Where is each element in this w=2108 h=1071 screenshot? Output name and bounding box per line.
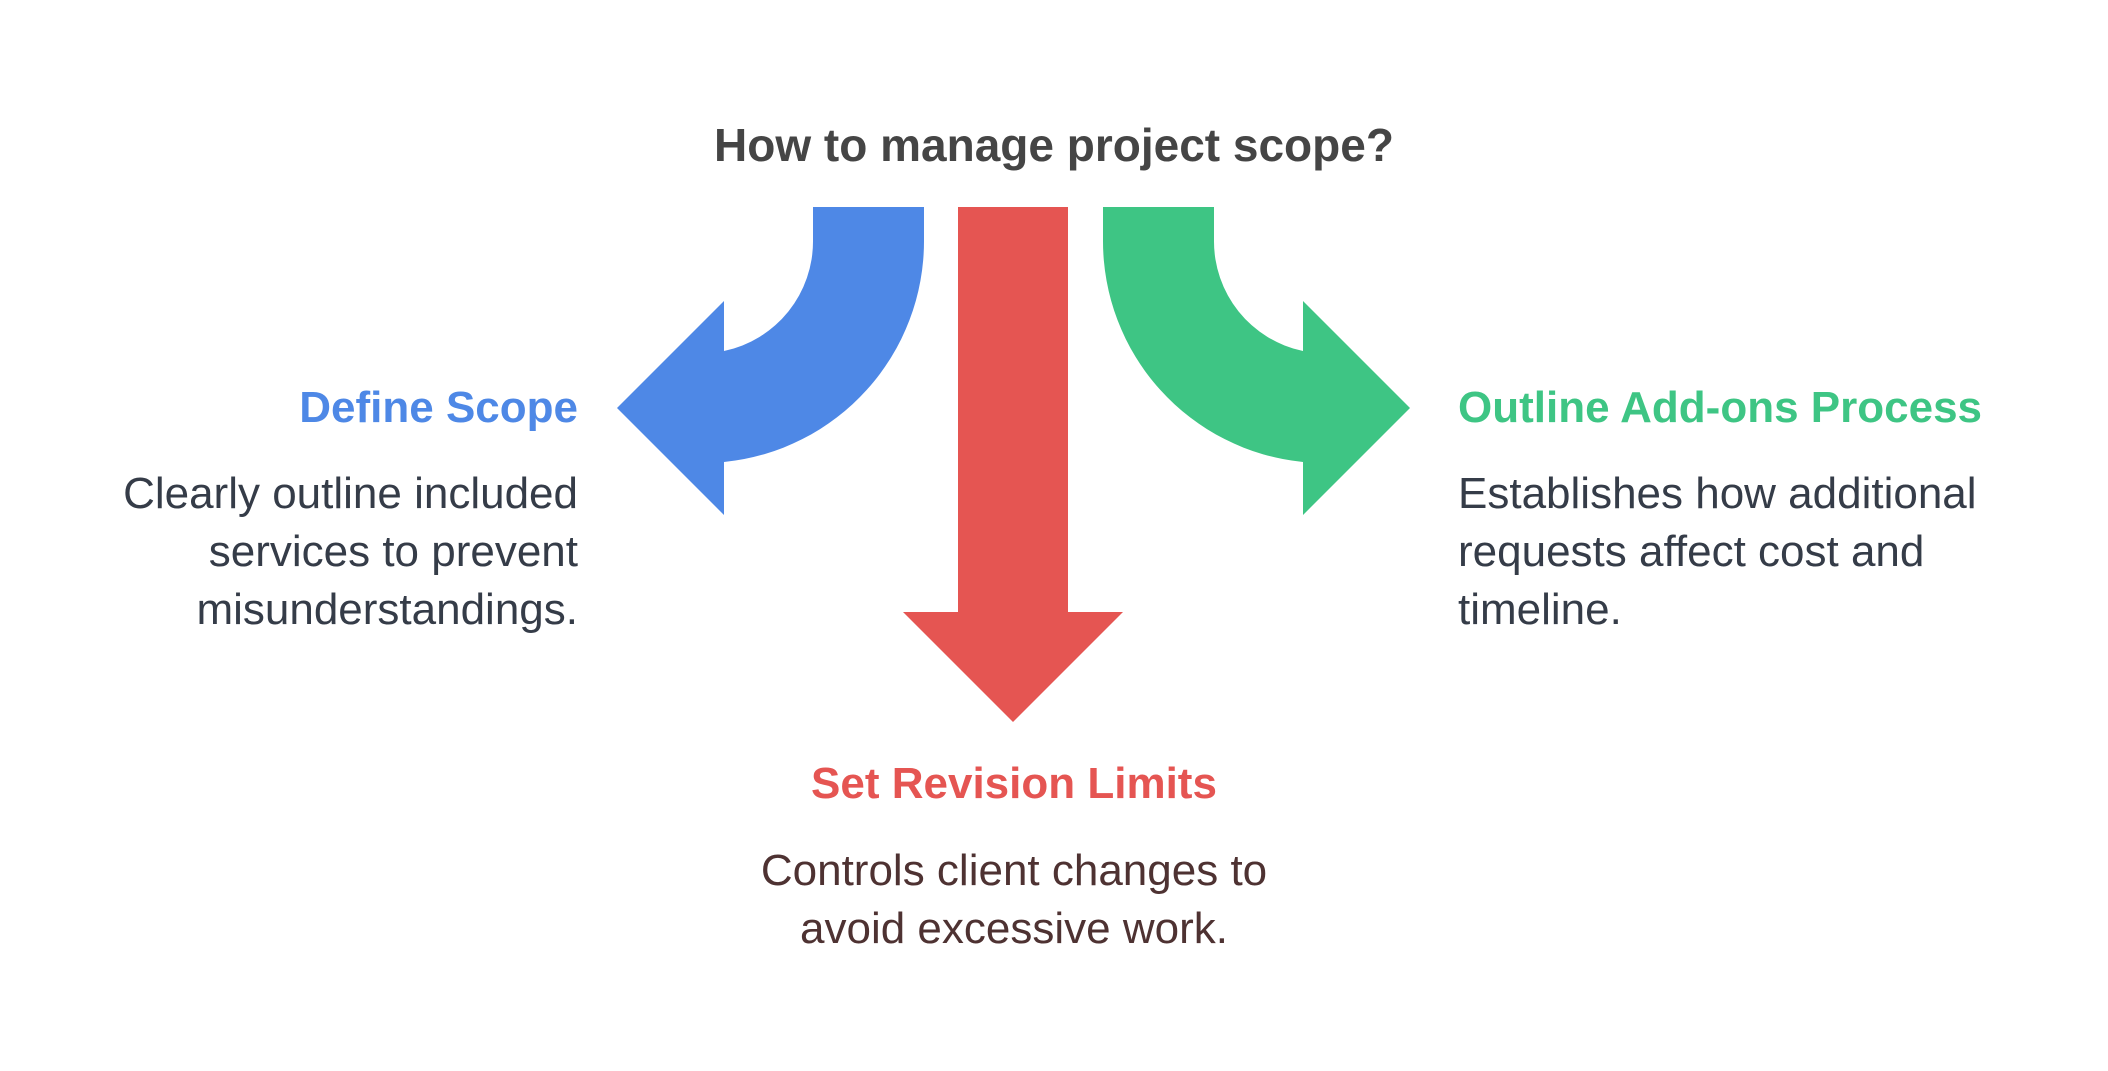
outline-addons-line: Establishes how additional (1458, 469, 1977, 518)
center-arrow (903, 207, 1123, 722)
define-scope-line: Clearly outline included (123, 469, 578, 518)
define-scope-description: Clearly outline included services to pre… (123, 465, 578, 639)
define-scope-title: Define Scope (299, 383, 578, 432)
set-revision-limits-title: Set Revision Limits (811, 759, 1217, 808)
define-scope-line: misunderstandings. (196, 585, 578, 634)
outline-addons-line: requests affect cost and (1458, 527, 1925, 576)
right-arrow (1102, 207, 1410, 515)
outline-addons-description: Establishes how additional requests affe… (1458, 465, 1977, 639)
define-scope-line: services to prevent (208, 527, 578, 576)
set-revision-limits-line: avoid excessive work. (800, 904, 1228, 953)
set-revision-limits-description: Controls client changes to avoid excessi… (0, 842, 2028, 958)
diagram-title: How to manage project scope? (714, 119, 1394, 171)
left-arrow (617, 207, 925, 515)
set-revision-limits-line: Controls client changes to (760, 846, 1268, 895)
outline-addons-line: timeline. (1458, 585, 1622, 634)
outline-addons-title: Outline Add-ons Process (1458, 383, 1983, 432)
